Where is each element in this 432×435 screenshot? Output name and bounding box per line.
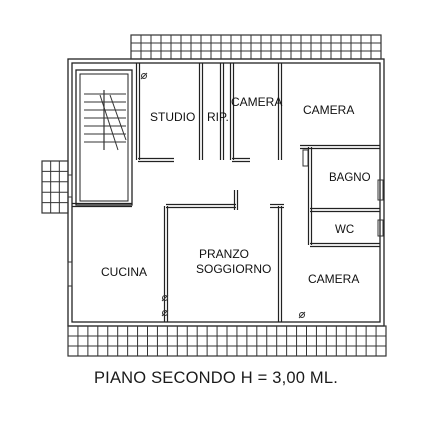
- wall-cucina-right: [163, 206, 169, 322]
- stair-walls: [75, 69, 133, 206]
- wall-stair-bottom: [72, 202, 132, 208]
- wall-bagno-left: [307, 147, 313, 245]
- room-label-camera-1: CAMERA: [231, 95, 282, 109]
- room-label-rip: RIP.: [207, 110, 229, 124]
- fixture-mark-3: [162, 310, 168, 316]
- room-label-cucina: CUCINA: [101, 265, 147, 279]
- fixture-slash-0: [140, 72, 148, 80]
- fixture-mark-1: [299, 312, 305, 318]
- wall-bagno-wc: [310, 207, 380, 213]
- walls: [67, 58, 385, 327]
- window-bagno: [377, 179, 384, 201]
- fixture-slash-1: [298, 311, 306, 319]
- wall-studio-bottom: [138, 157, 174, 163]
- wall-pillar: [270, 203, 284, 209]
- floor-plan: STUDIO RIP. CAMERA CAMERA BAGNO WC CUCIN…: [41, 34, 387, 357]
- side-balcony-railing: [41, 160, 69, 214]
- fixture-slash-2: [161, 294, 169, 302]
- window-wc: [377, 219, 384, 237]
- window-stair: [67, 174, 73, 198]
- wall-camera1-bottom: [232, 157, 250, 163]
- wall-pranzo-top: [166, 203, 236, 209]
- room-label-camera-2: CAMERA: [303, 103, 354, 117]
- room-label-soggiorno: SOGGIORNO: [196, 262, 271, 276]
- wall-stub: [233, 190, 239, 210]
- bottom-balcony-railing: [67, 325, 387, 357]
- plan-caption: PIANO SECONDO H = 3,00 ML.: [93, 369, 339, 387]
- top-balcony-railing: [130, 34, 382, 60]
- room-label-bagno: BAGNO: [329, 172, 371, 184]
- staircase: [84, 90, 127, 151]
- room-label-wc: WC: [335, 224, 354, 236]
- wall-camera3-left: [277, 206, 283, 322]
- wall-rip-right: [219, 63, 225, 160]
- wall-rip-left: [198, 63, 204, 160]
- fixture-mark-0: [141, 73, 147, 79]
- wall-bagno-top: [300, 144, 380, 150]
- door-bagno: [302, 149, 309, 167]
- wall-studio-left: [135, 63, 141, 160]
- room-label-studio: STUDIO: [150, 110, 195, 124]
- fixture-mark-2: [162, 295, 168, 301]
- wall-wc-bottom: [310, 242, 380, 248]
- balcony-railings: [41, 34, 387, 357]
- room-label-pranzo: PRANZO: [199, 247, 249, 261]
- fixture-slash-3: [161, 309, 169, 317]
- fixtures: [67, 72, 384, 319]
- room-label-camera-3: CAMERA: [308, 272, 359, 286]
- wall-camera1-left: [229, 63, 235, 160]
- wall-camera1-right: [277, 63, 283, 160]
- window-cucina: [67, 261, 73, 287]
